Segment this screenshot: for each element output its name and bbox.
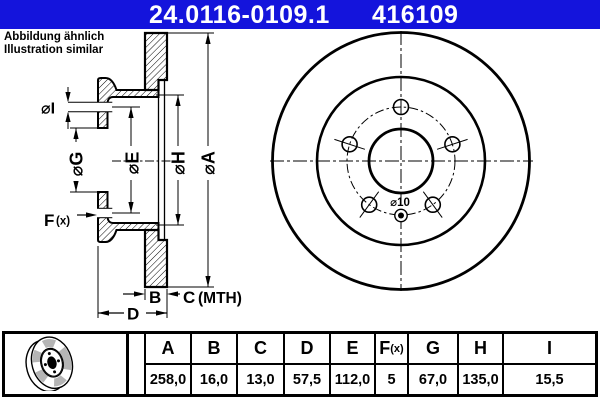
- flange-bolt-hole-bottom: [96, 207, 113, 219]
- cross-section-view: [68, 31, 172, 289]
- dim-dia-a: ⌀A: [168, 32, 219, 288]
- dim-d: D: [97, 246, 167, 324]
- bolt-hole-top: [392, 98, 410, 116]
- outer-diameter-circle: [271, 31, 531, 291]
- hat-flange-bottom-section: [97, 191, 160, 243]
- friction-ring-bottom-section: [143, 228, 169, 289]
- table-value-f: 5: [374, 363, 407, 394]
- dim-label-dia-h: ⌀H: [169, 151, 189, 175]
- table-header-b: B: [190, 334, 236, 363]
- table-header-f: F(x): [374, 334, 407, 363]
- friction-surface-circle: [315, 75, 487, 247]
- dimension-annotations: ⌀A ⌀H ⌀E: [41, 32, 242, 324]
- hole-axis-bottom-left: [359, 191, 380, 218]
- dim-label-dia-a: ⌀A: [199, 151, 219, 175]
- table-value-e: 112,0: [329, 363, 374, 394]
- locating-hole-label: ⌀10: [390, 197, 410, 209]
- table-header-a: A: [144, 334, 190, 363]
- dim-label-b: B: [149, 288, 161, 307]
- catalog-number: 416109: [372, 1, 459, 29]
- center-bore-circle: [367, 127, 435, 195]
- brake-disc-icon: [25, 336, 74, 391]
- table-value-d: 57,5: [283, 363, 329, 394]
- table-header-i: I: [502, 334, 595, 363]
- flange-bolt-hole-top: [68, 101, 113, 113]
- table-value-b: 16,0: [190, 363, 236, 394]
- table-value-a: 258,0: [144, 363, 190, 394]
- bolt-hole-right: [444, 136, 461, 153]
- table-value-h: 135,0: [457, 363, 502, 394]
- dim-label-dia-g: ⌀G: [67, 152, 87, 177]
- friction-ring-top-section: [143, 31, 169, 92]
- bolt-hole-bottom-left: [360, 196, 378, 213]
- table-value-i: 15,5: [502, 363, 595, 394]
- dim-label-f: F: [44, 211, 54, 230]
- bolt-hole-bottom-right: [424, 196, 442, 213]
- hat-flange-top-section: [97, 77, 160, 129]
- dim-dia-g: ⌀G: [67, 127, 100, 193]
- table-header-d: D: [283, 334, 329, 363]
- similarity-note: Abbildung ähnlich Illustration similar: [4, 31, 104, 57]
- dim-label-f-suffix: (x): [56, 216, 70, 228]
- dim-label-d: D: [127, 305, 139, 324]
- part-number: 24.0116-0109.1: [149, 1, 330, 29]
- table-header-c: C: [236, 334, 283, 363]
- bolt-circle: [346, 106, 456, 216]
- dim-b-c: B C (MTH): [123, 288, 242, 318]
- hole-axis-right: [436, 138, 468, 150]
- table-header-g: G: [407, 334, 457, 363]
- dim-label-dia-i: ⌀I: [41, 101, 55, 118]
- dimension-table: A B C D E F(x) G H I 258,0 16,0 13,0 57,…: [2, 331, 598, 397]
- table-value-c: 13,0: [236, 363, 283, 394]
- header-bar: 24.0116-0109.1 416109: [0, 0, 600, 29]
- table-spacer-cell: [126, 334, 144, 394]
- dim-dia-i: ⌀I: [41, 87, 71, 129]
- front-view: ⌀10: [270, 31, 533, 291]
- bolt-hole-left: [341, 136, 358, 153]
- dim-label-c: C: [183, 288, 195, 307]
- table-icon-cell: [5, 334, 126, 394]
- dim-label-dia-e: ⌀E: [123, 152, 143, 175]
- dim-label-c-suffix: (MTH): [198, 290, 242, 307]
- table-value-g: 67,0: [407, 363, 457, 394]
- note-line-en: Illustration similar: [4, 44, 104, 56]
- dim-dia-h: ⌀H: [156, 94, 189, 226]
- table-header-e: E: [329, 334, 374, 363]
- locating-hole: [394, 208, 408, 223]
- hole-axis-left: [334, 138, 366, 150]
- dim-dia-e: ⌀E: [112, 106, 143, 214]
- table-header-h: H: [457, 334, 502, 363]
- note-line-de: Abbildung ähnlich: [4, 31, 105, 43]
- hole-axis-bottom-right: [422, 191, 443, 218]
- dim-f: F (x): [44, 211, 97, 230]
